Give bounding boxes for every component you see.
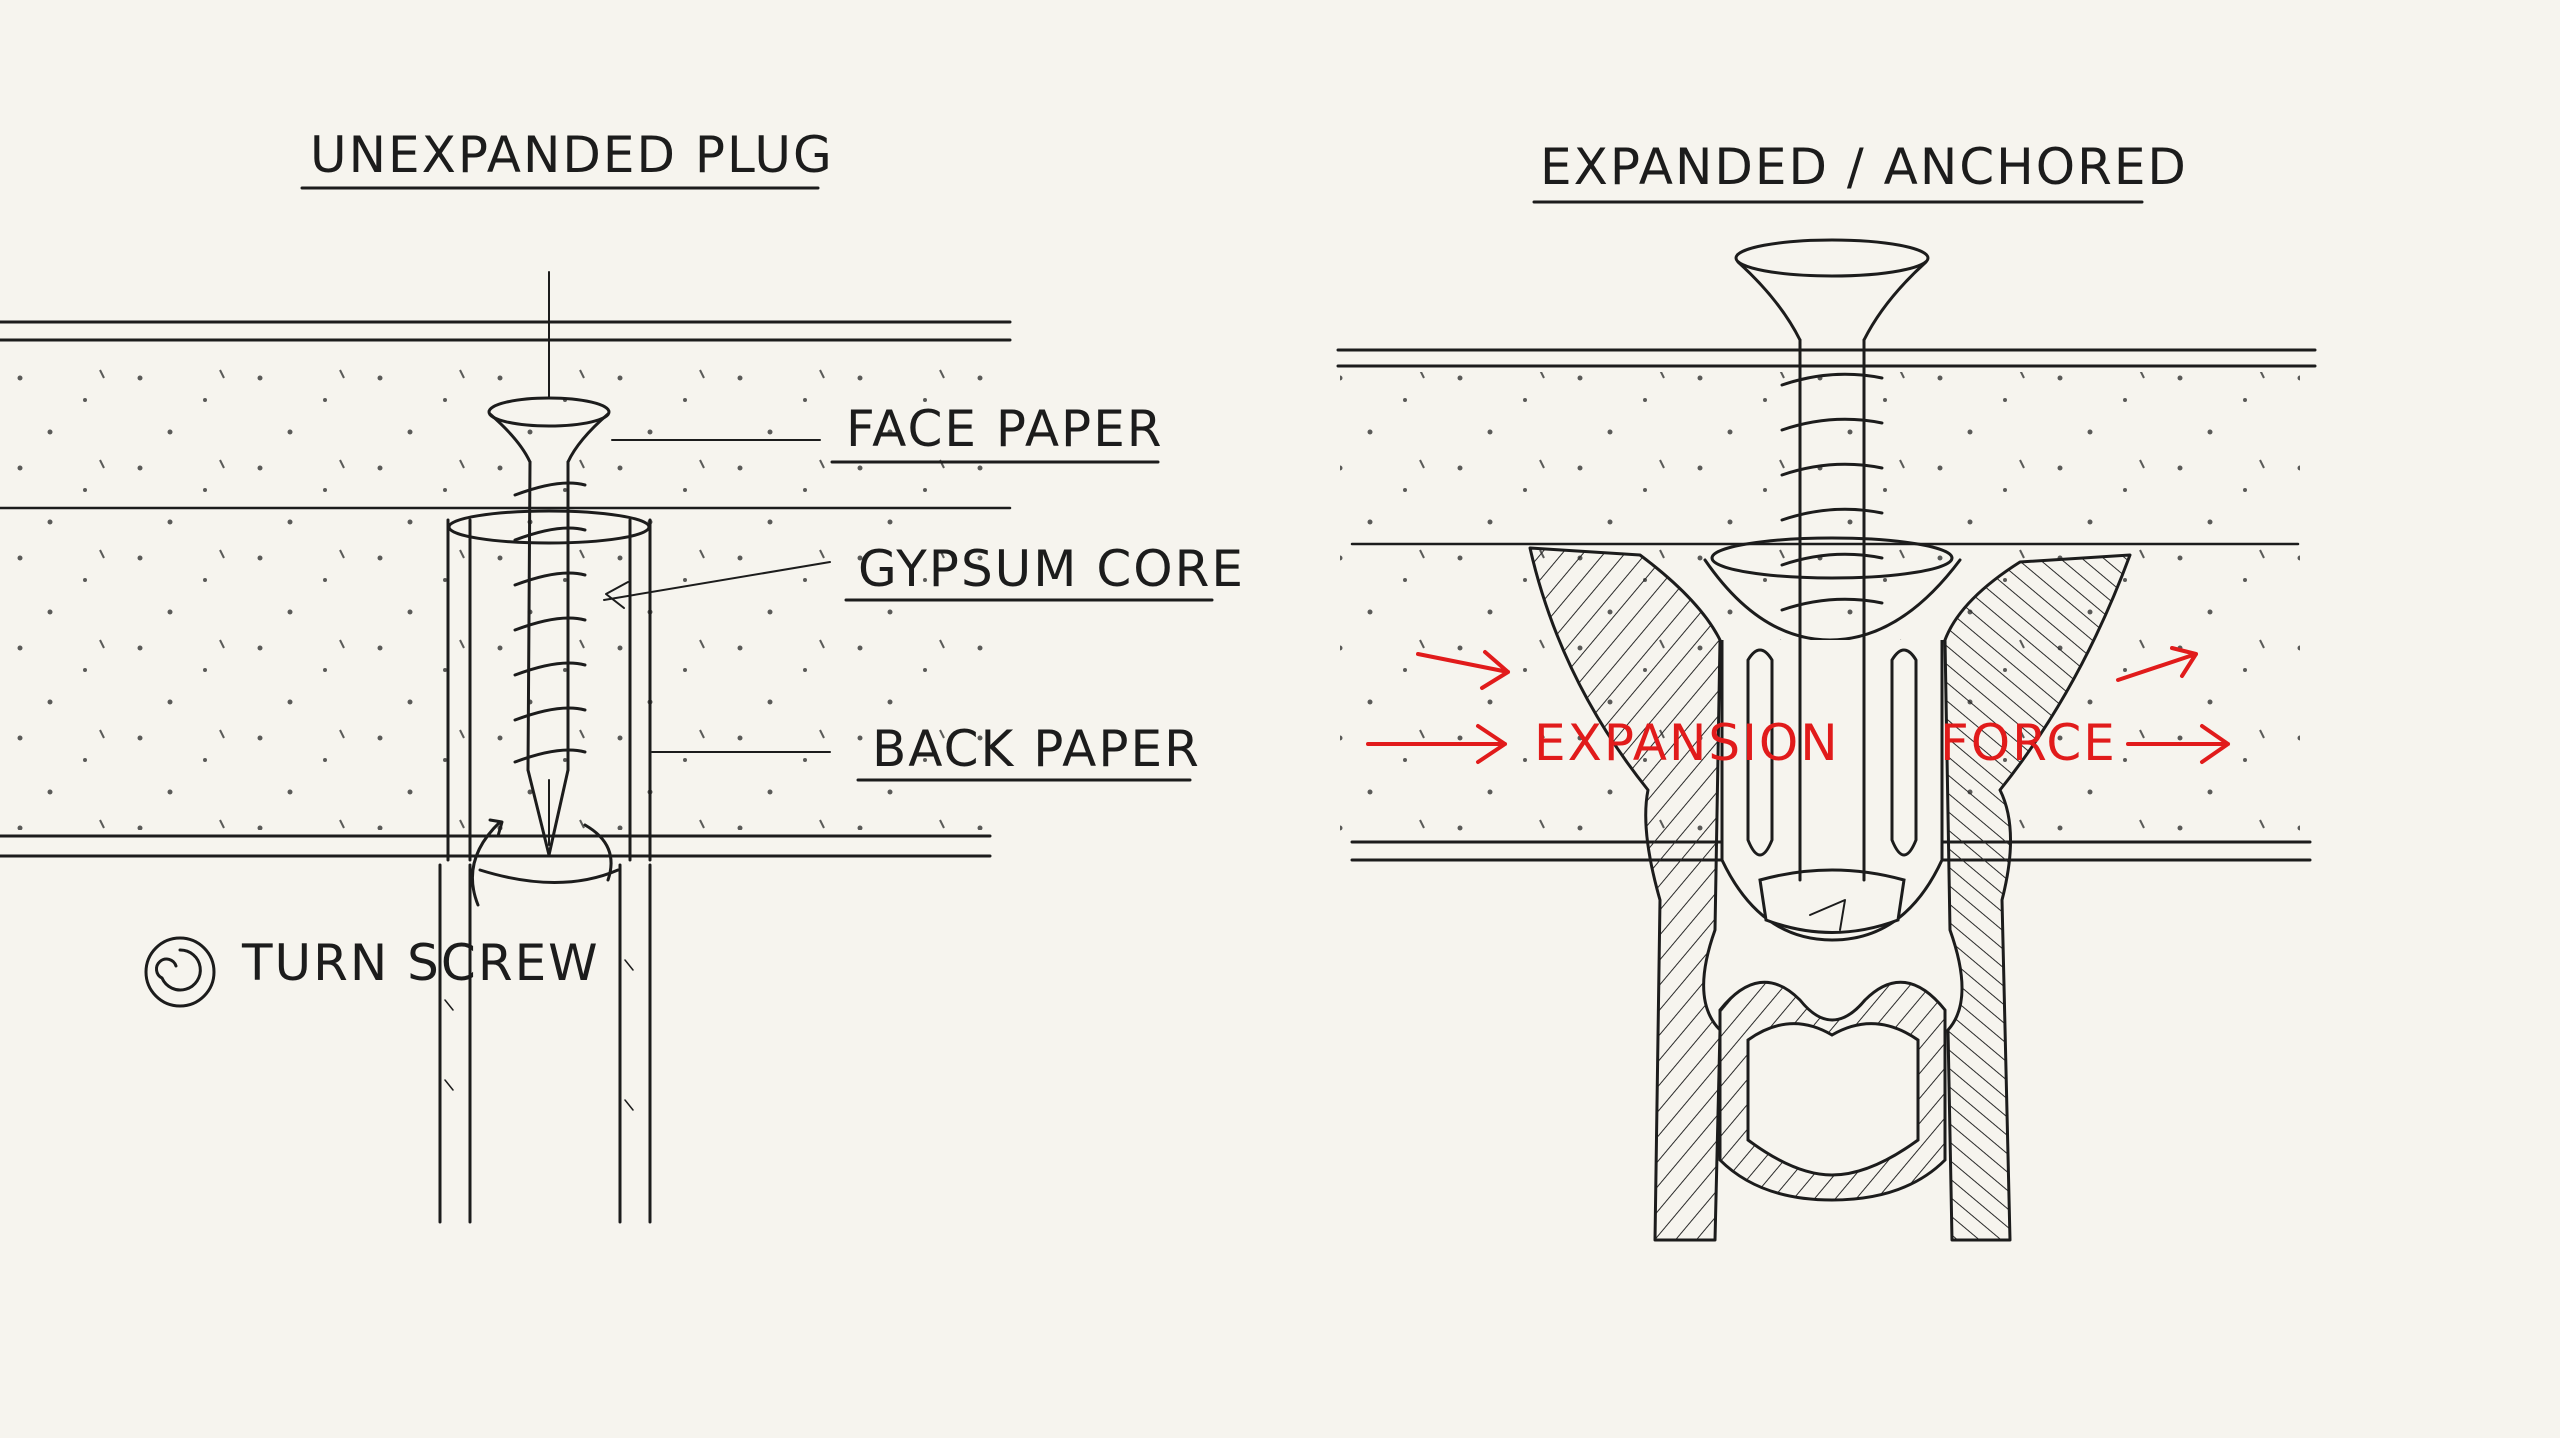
rotate-icon xyxy=(144,936,216,1008)
arrow-right-lower xyxy=(2126,724,2230,764)
arrow-left-upper xyxy=(1416,650,1510,690)
left-screw xyxy=(487,271,611,857)
turn-arrow-right xyxy=(583,823,613,882)
arrow-left-lower xyxy=(1366,724,1507,764)
right-panel: EXPANDED / ANCHORED xyxy=(1336,138,2317,1242)
face-paper-label: FACE PAPER xyxy=(846,400,1164,458)
right-screw xyxy=(1734,238,1930,882)
left-title: UNEXPANDED PLUG xyxy=(310,126,834,184)
arrow-right-upper xyxy=(2116,646,2198,682)
turn-screw-group: TURN SCREW xyxy=(144,934,600,1008)
left-panel: UNEXPANDED PLUG xyxy=(0,126,1245,1224)
force-label: FORCE xyxy=(1940,714,2117,772)
left-plug xyxy=(438,509,652,1224)
right-anchor xyxy=(1528,536,2132,1242)
back-paper-label: BACK PAPER xyxy=(872,720,1201,778)
turn-arrow-left xyxy=(470,818,504,907)
expansion-arrows xyxy=(1366,646,2230,764)
left-wall xyxy=(0,320,1012,858)
expansion-label: EXPANSION xyxy=(1534,714,1840,772)
turn-screw-label: TURN SCREW xyxy=(241,934,600,992)
left-leaders xyxy=(603,439,831,753)
right-title: EXPANDED / ANCHORED xyxy=(1540,138,2188,196)
gypsum-core-label: GYPSUM CORE xyxy=(858,540,1245,598)
